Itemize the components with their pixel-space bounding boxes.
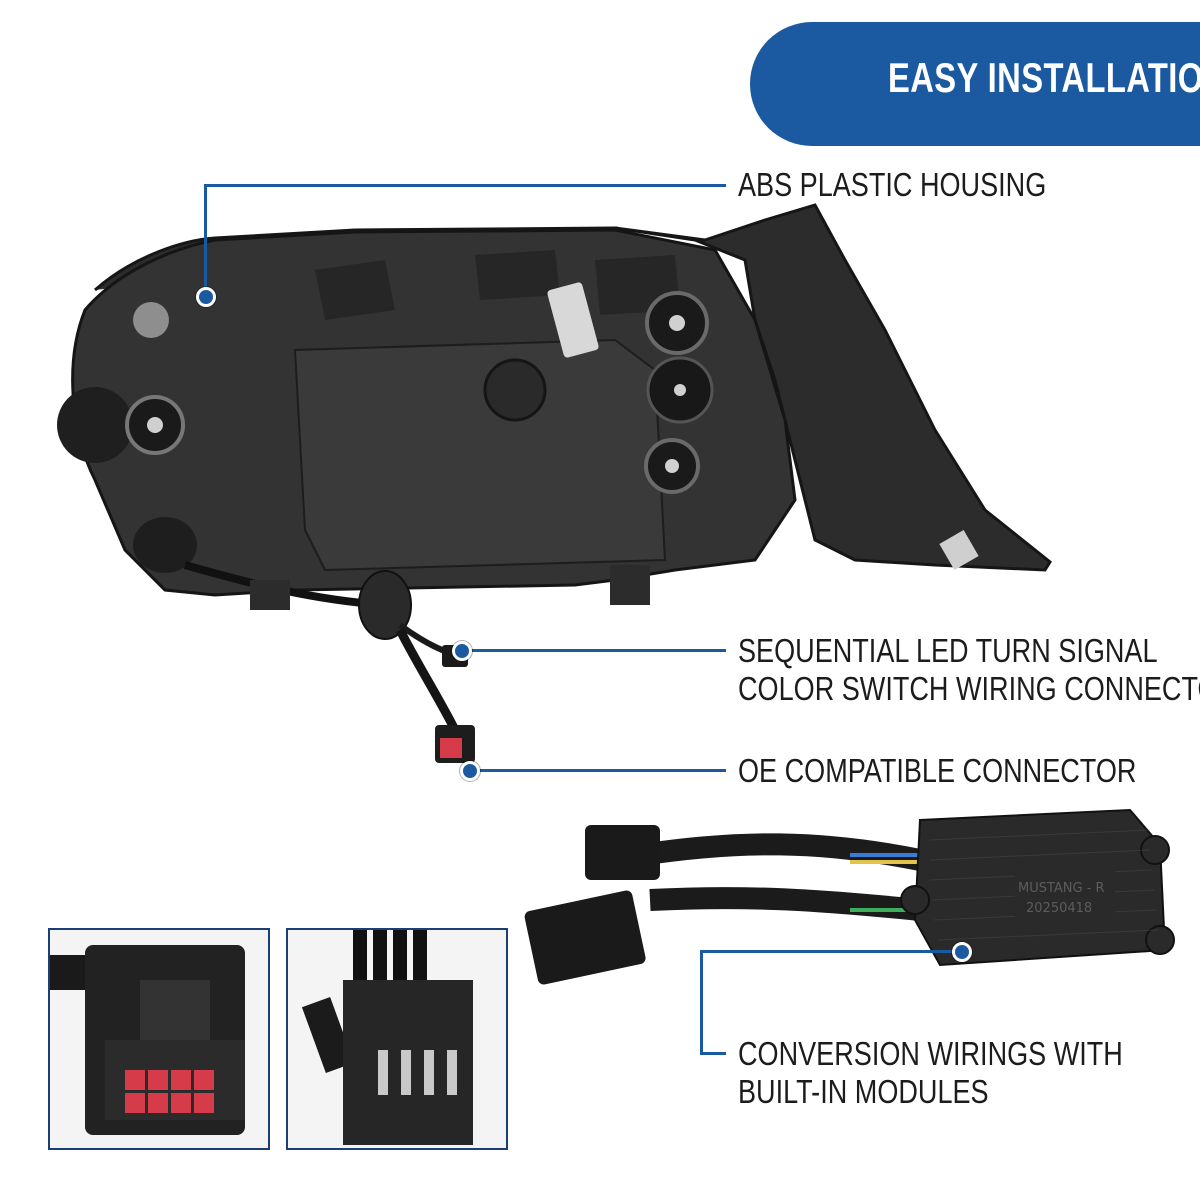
led-connector-closeup [286, 928, 508, 1150]
callout-dot-oe-connector [460, 761, 480, 781]
oe-connector-closeup-image [50, 945, 245, 1135]
callout-dot-led-connector [452, 641, 472, 661]
oe-connector-closeup [48, 928, 270, 1150]
title-banner [750, 22, 1200, 146]
callout-line-led-connector [462, 649, 726, 652]
callout-label-module: CONVERSION WIRINGS WITH BUILT-IN MODULES [738, 1035, 1123, 1111]
callout-line-module-tail [700, 1052, 726, 1055]
banner-title: EASY INSTALLATION [888, 54, 1200, 101]
headlight-housing-image [57, 203, 1052, 610]
callout-line-module-horizontal [700, 950, 962, 953]
callout-label-led-connector: SEQUENTIAL LED TURN SIGNAL COLOR SWITCH … [738, 632, 1200, 708]
callout-line-housing-vertical [204, 184, 207, 296]
callout-line-module-vertical [700, 950, 703, 1055]
conversion-module-image: MUSTANG - R 20250418 [524, 808, 1175, 985]
callout-text-module-line2: BUILT-IN MODULES [738, 1073, 989, 1110]
callout-text-led-connector-line1: SEQUENTIAL LED TURN SIGNAL [738, 632, 1158, 669]
module-label-line2: 20250418 [1026, 901, 1092, 916]
module-label-line1: MUSTANG - R [1018, 881, 1105, 896]
callout-text-led-connector-line2: COLOR SWITCH WIRING CONNECTOR [738, 670, 1200, 707]
callout-dot-module [952, 942, 972, 962]
wiring-harness-image [358, 570, 475, 763]
led-connector-closeup-image [301, 930, 473, 1145]
callout-label-oe-connector: OE COMPATIBLE CONNECTOR [738, 752, 1136, 790]
callout-text-oe-connector: OE COMPATIBLE CONNECTOR [738, 752, 1137, 789]
callout-line-housing-horizontal [204, 184, 726, 187]
callout-line-oe-connector [470, 769, 726, 772]
callout-text-housing: ABS PLASTIC HOUSING [738, 166, 1047, 203]
callout-dot-housing [196, 287, 216, 307]
callout-text-module-line1: CONVERSION WIRINGS WITH [738, 1035, 1123, 1072]
callout-label-housing: ABS PLASTIC HOUSING [738, 166, 1046, 204]
